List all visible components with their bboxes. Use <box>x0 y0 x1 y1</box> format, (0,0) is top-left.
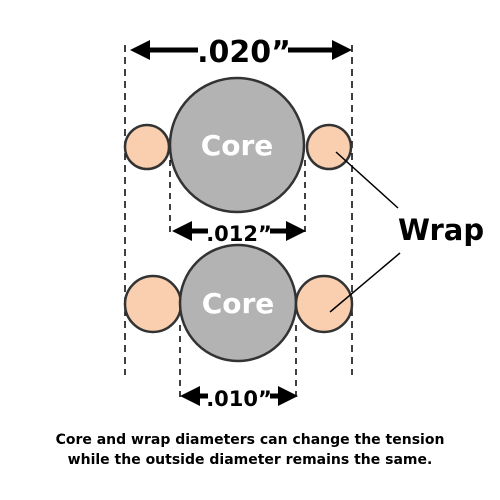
bottom-wrap-left <box>123 274 183 334</box>
top-core-dimension-label: .012” <box>206 222 272 246</box>
caption: Core and wrap diameters can change the t… <box>0 430 500 470</box>
bottom-core-label: Core <box>202 287 275 320</box>
wrap-leader-bottom <box>329 252 401 313</box>
top-core <box>168 76 306 214</box>
bottom-core-dimension-label: .010” <box>206 387 272 411</box>
wrap-leader-top <box>335 151 399 209</box>
wrap-label: Wrap <box>398 213 484 247</box>
caption-line-2: while the outside diameter remains the s… <box>67 452 433 468</box>
caption-line-1: Core and wrap diameters can change the t… <box>55 432 445 448</box>
outside-dimension-label: .020” <box>197 35 291 70</box>
top-wrap-right <box>305 123 353 171</box>
top-wrap-left <box>123 123 171 171</box>
bottom-wrap-right <box>294 274 354 334</box>
top-core-label: Core <box>201 129 274 162</box>
